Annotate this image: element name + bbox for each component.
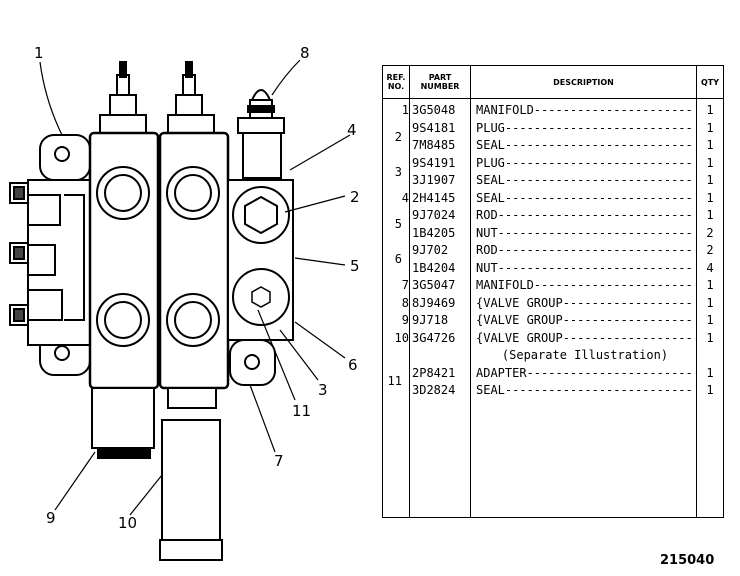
- table-row: 3D2824SEAL------------------------------…: [412, 383, 714, 397]
- table-note: (Separate Illustration): [501, 348, 669, 362]
- header-qty: QTY: [700, 77, 720, 87]
- valve-body-left: [88, 61, 160, 459]
- left-bolt-heads: [9, 182, 29, 326]
- table-row: 13G5048MANIFOLD-------------------------…: [401, 103, 714, 117]
- table-row: 9S4181PLUG------------------------------…: [412, 120, 714, 135]
- right-manifold: [227, 179, 294, 386]
- table-row-ref-6-label: 6: [394, 252, 402, 266]
- callout-10: 10: [118, 514, 137, 532]
- relief-valve: [237, 89, 285, 179]
- table-row: 9J7024ROD-------------------------------…: [412, 208, 714, 222]
- table-row: 3J1907SEAL------------------------------…: [412, 173, 714, 187]
- table-row-ref-11-label: 11: [387, 374, 402, 388]
- table-row: 9S4191PLUG------------------------------…: [412, 155, 714, 170]
- callout-8: 8: [300, 44, 310, 62]
- callout-2: 2: [350, 188, 360, 206]
- callout-5: 5: [350, 257, 360, 275]
- table-row: 7M8485SEAL------------------------------…: [412, 138, 714, 152]
- callout-7: 7: [274, 452, 284, 470]
- table-row-ref-3-label: 3: [394, 165, 402, 179]
- valve-assembly-diagram: 1 8 4 2 5 6 3 11 7 9 10: [9, 44, 360, 561]
- callout-4: 4: [347, 121, 357, 139]
- valve-body-right: [158, 61, 230, 561]
- table-row: 1B4204NUT-------------------------------…: [412, 260, 714, 275]
- table-row-ref-2-label: 2: [394, 130, 402, 144]
- table-row: 2P8421ADAPTER---------------------------…: [412, 365, 714, 380]
- figure-number: 215040: [660, 553, 715, 568]
- callout-1: 1: [34, 44, 44, 62]
- table-row: 1B4205NUT-------------------------------…: [412, 225, 714, 240]
- left-manifold: [27, 134, 91, 376]
- table-header: REF. NO. PART NUMBER DESCRIPTION QTY: [383, 66, 723, 99]
- header-description: DESCRIPTION: [553, 77, 614, 87]
- table-row: 73G5047MANIFOLD-------------------------…: [401, 278, 714, 292]
- table-row: 9J702ROD--------------------------------…: [412, 243, 714, 257]
- callout-11: 11: [292, 402, 311, 420]
- callout-3: 3: [318, 381, 328, 399]
- table-row: 42H4145SEAL-----------------------------…: [401, 190, 714, 205]
- callout-9: 9: [46, 509, 56, 527]
- callout-6: 6: [348, 356, 358, 374]
- header-part-number: PART NUMBER: [420, 73, 460, 91]
- header-ref-no: REF. NO.: [386, 73, 406, 91]
- table-row-ref-5-label: 5: [394, 217, 402, 231]
